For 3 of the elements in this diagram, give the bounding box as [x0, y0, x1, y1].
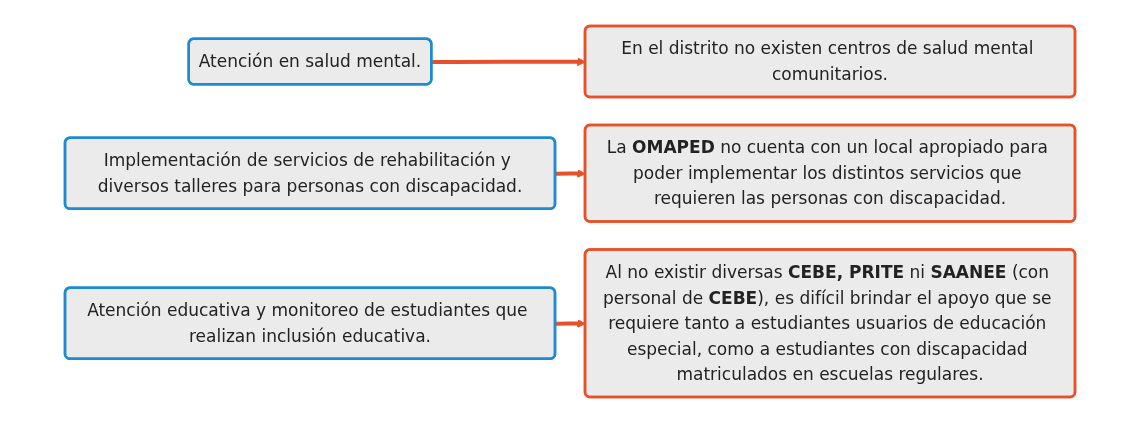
arrow	[555, 319, 586, 328]
arrow	[555, 169, 586, 178]
arrow	[431, 57, 586, 67]
